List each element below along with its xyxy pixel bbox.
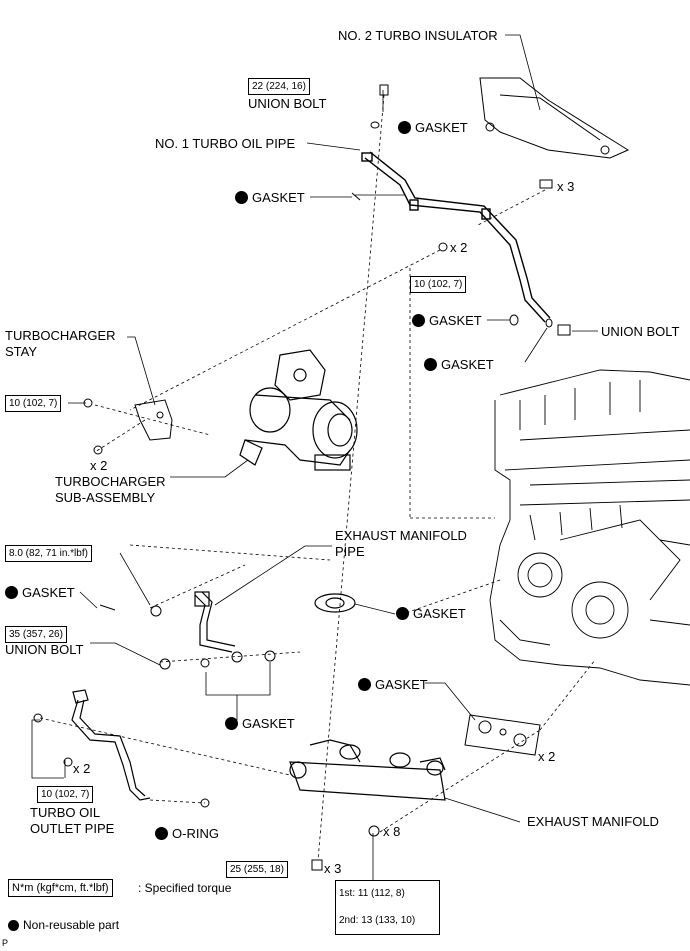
turbo-nuts-qty: x 3 [324,861,342,876]
non-reusable-icon [8,920,19,931]
gasket-lower-mid-label: GASKET [225,716,295,731]
o-ring-label: O-RING [155,826,219,841]
non-reusable-icon [225,717,238,730]
page-mark: P [2,938,9,948]
exhaust-manifold-gasket-drawing [464,714,541,756]
union-bolt-top-torque: 22 (224, 16) [248,78,310,95]
stay-bolt-torque: 10 (102, 7) [5,395,62,412]
gasket-right-2-label: GASKET [424,357,494,372]
gasket-mid-left-label: GASKET [5,585,75,600]
turbo-oil-outlet-pipe-label-line2: OUTLET PIPE [30,821,115,836]
stay-bolts-qty: x 2 [90,458,108,473]
turbo-oil-pipe-drawing [361,151,551,323]
legend-torque-desc: : Specified torque [138,881,232,895]
exhaust-manifold-pipe-label-line2: PIPE [335,544,365,559]
union-bolt-mid-torque: 35 (357, 26) [5,626,67,643]
union-bolt-mid-label: UNION BOLT [5,642,84,657]
exhaust-manifold-drawing [289,739,446,801]
exhaust-manifold-pipe-label-line1: EXHAUST MANIFOLD [335,528,467,543]
dashed-guide-lines [39,94,596,861]
turbo-insulator-drawing [479,77,630,159]
turbo-nuts-torque: 25 (255, 18) [226,861,288,878]
non-reusable-icon [155,827,168,840]
small-fasteners [33,84,571,871]
leader-lines [31,34,598,880]
no2-turbo-insulator-label: NO. 2 TURBO INSULATOR [338,28,498,43]
turbo-oil-outlet-pipe-label-line1: TURBO OIL [30,805,101,820]
turbo-oil-outlet-pipe-drawing [71,689,151,801]
non-reusable-icon [5,586,18,599]
gasket-top-label: GASKET [398,120,468,135]
engine-block-drawing [489,369,690,686]
union-bolt-right-label: UNION BOLT [601,324,680,339]
non-reusable-icon [358,678,371,691]
outlet-pipe-torque: 10 (102, 7) [37,786,94,803]
turbocharger-drawing [239,349,358,471]
manifold-pipe-torque: 8.0 (82, 71 in.*lbf) [5,545,92,562]
manifold-nuts-qty: x 8 [383,824,401,839]
non-reusable-icon [424,358,437,371]
turbocharger-stay-label-line2: STAY [5,344,38,359]
exhaust-manifold-pipe-drawing [194,591,356,653]
gasket-mid-right-label: GASKET [396,606,466,621]
gasket-right-1-label: GASKET [412,313,482,328]
non-reusable-icon [398,121,411,134]
gasket-lower-right-label: GASKET [358,677,428,692]
insulator-bolts-qty: x 3 [557,179,575,194]
manifold-torque-2nd: 2nd: 13 (133, 10) [339,915,416,926]
turbocharger-sub-assembly-label-line1: TURBOCHARGER [55,474,166,489]
non-reusable-icon [396,607,409,620]
non-reusable-icon [235,191,248,204]
turbocharger-stay-label-line1: TURBOCHARGER [5,328,116,343]
pipe-bolts-torque: 10 (102, 7) [410,276,467,293]
union-bolt-top-label: UNION BOLT [248,96,327,111]
non-reusable-icon [412,314,425,327]
exhaust-manifold-label: EXHAUST MANIFOLD [527,814,659,829]
turbocharger-sub-assembly-label-line2: SUB-ASSEMBLY [55,490,156,505]
turbocharger-stay-drawing [134,399,173,441]
manifold-nuts-torque-box: 1st: 11 (112, 8) 2nd: 13 (133, 10) [335,880,440,935]
legend-non-reusable: Non-reusable part [8,918,119,933]
pipe-bolts-qty: x 2 [450,240,468,255]
manifold-torque-1st: 1st: 11 (112, 8) [336,881,439,908]
manifold-gasket-qty: x 2 [538,749,556,764]
outlet-bolts-qty: x 2 [73,761,91,776]
gasket-left-top-label: GASKET [235,190,305,205]
legend-torque-unit: N*m (kgf*cm, ft.*lbf) [8,879,113,897]
no1-turbo-oil-pipe-label: NO. 1 TURBO OIL PIPE [155,136,296,151]
